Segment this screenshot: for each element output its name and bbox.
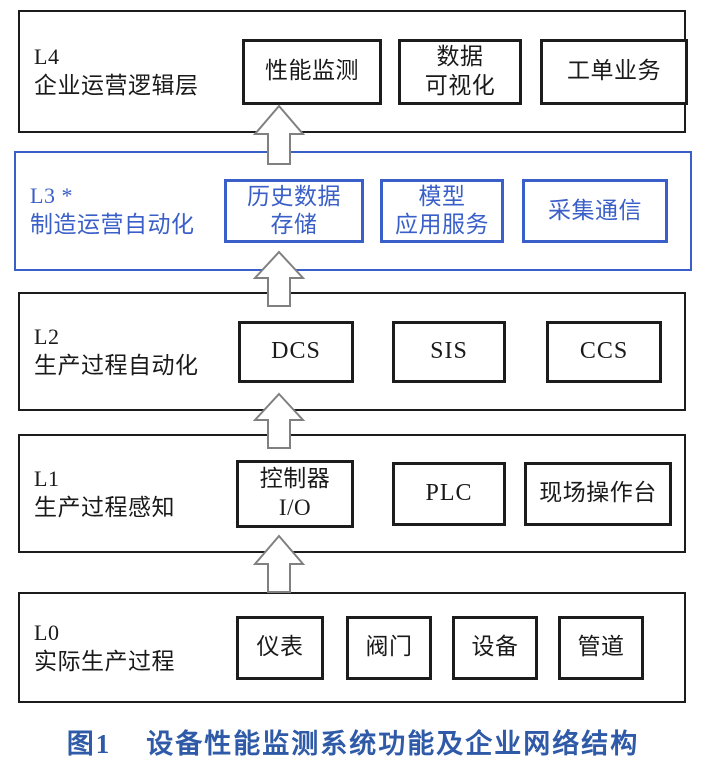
arrow-l3-to-l4-icon bbox=[252, 104, 306, 166]
node-group-l4: 性能监测 数据 可视化 工单业务 bbox=[242, 38, 688, 105]
arrow-l2-to-l3-icon bbox=[252, 250, 306, 308]
layer-label-l1: L1 生产过程感知 bbox=[34, 465, 175, 523]
layer-name-l3: 制造运营自动化 bbox=[30, 212, 195, 238]
node-l2-ccs[interactable]: CCS bbox=[546, 320, 662, 383]
layer-name-l0: 实际生产过程 bbox=[34, 648, 175, 674]
layer-label-l3: L3 * 制造运营自动化 bbox=[30, 182, 195, 240]
node-l4-data-visualization[interactable]: 数据 可视化 bbox=[398, 38, 522, 105]
figure-caption-label: 图1 bbox=[66, 729, 112, 759]
layer-code-l1: L1 bbox=[34, 465, 60, 491]
layer-band-l2: L2 生产过程自动化 DCS SIS CCS bbox=[18, 292, 686, 411]
node-l0-equipment[interactable]: 设备 bbox=[452, 615, 538, 680]
node-l3-data-acquisition-communication[interactable]: 采集通信 bbox=[522, 179, 668, 243]
layer-name-l4: 企业运营逻辑层 bbox=[34, 72, 199, 98]
layer-band-l4: L4 企业运营逻辑层 性能监测 数据 可视化 工单业务 bbox=[18, 10, 688, 133]
arrow-l0-to-l1-icon bbox=[252, 534, 306, 594]
node-l2-sis[interactable]: SIS bbox=[392, 320, 506, 383]
node-l3-historical-data-storage[interactable]: 历史数据 存储 bbox=[224, 179, 364, 243]
layer-code-l3: L3 * bbox=[30, 183, 73, 209]
layer-name-l1: 生产过程感知 bbox=[34, 494, 175, 520]
node-l1-plc[interactable]: PLC bbox=[392, 461, 506, 526]
layer-label-l2: L2 生产过程自动化 bbox=[34, 323, 199, 381]
layer-name-l2: 生产过程自动化 bbox=[34, 352, 199, 378]
figure-caption: 图1 设备性能监测系统功能及企业网络结构 bbox=[0, 722, 706, 761]
layer-code-l2: L2 bbox=[34, 323, 60, 349]
node-l1-field-operator-station[interactable]: 现场操作台 bbox=[524, 461, 672, 526]
figure-caption-text: 设备性能监测系统功能及企业网络结构 bbox=[146, 729, 640, 759]
node-group-l2: DCS SIS CCS bbox=[238, 320, 662, 383]
node-group-l1: 控制器 I/O PLC 现场操作台 bbox=[236, 459, 672, 528]
layer-code-l4: L4 bbox=[34, 43, 60, 69]
node-l3-model-application-service[interactable]: 模型 应用服务 bbox=[380, 179, 504, 243]
node-l4-work-order-business[interactable]: 工单业务 bbox=[540, 38, 688, 105]
figure-caption-gap bbox=[111, 729, 146, 759]
layer-band-l0: L0 实际生产过程 仪表 阀门 设备 管道 bbox=[18, 592, 686, 703]
node-l1-controller-io[interactable]: 控制器 I/O bbox=[236, 459, 354, 528]
node-l0-pipeline[interactable]: 管道 bbox=[558, 615, 644, 680]
layer-code-l0: L0 bbox=[34, 619, 60, 645]
layer-band-l1: L1 生产过程感知 控制器 I/O PLC 现场操作台 bbox=[18, 434, 686, 553]
layer-band-l3: L3 * 制造运营自动化 历史数据 存储 模型 应用服务 采集通信 bbox=[14, 151, 692, 271]
node-l0-valve[interactable]: 阀门 bbox=[346, 615, 432, 680]
arrow-l1-to-l2-icon bbox=[252, 392, 306, 450]
node-l0-instrument[interactable]: 仪表 bbox=[236, 615, 324, 680]
node-group-l3: 历史数据 存储 模型 应用服务 采集通信 bbox=[224, 179, 668, 243]
layer-label-l0: L0 实际生产过程 bbox=[34, 619, 175, 677]
layer-label-l4: L4 企业运营逻辑层 bbox=[34, 43, 199, 101]
node-l2-dcs[interactable]: DCS bbox=[238, 320, 354, 383]
node-l4-performance-monitoring[interactable]: 性能监测 bbox=[242, 38, 382, 105]
node-group-l0: 仪表 阀门 设备 管道 bbox=[236, 615, 644, 680]
